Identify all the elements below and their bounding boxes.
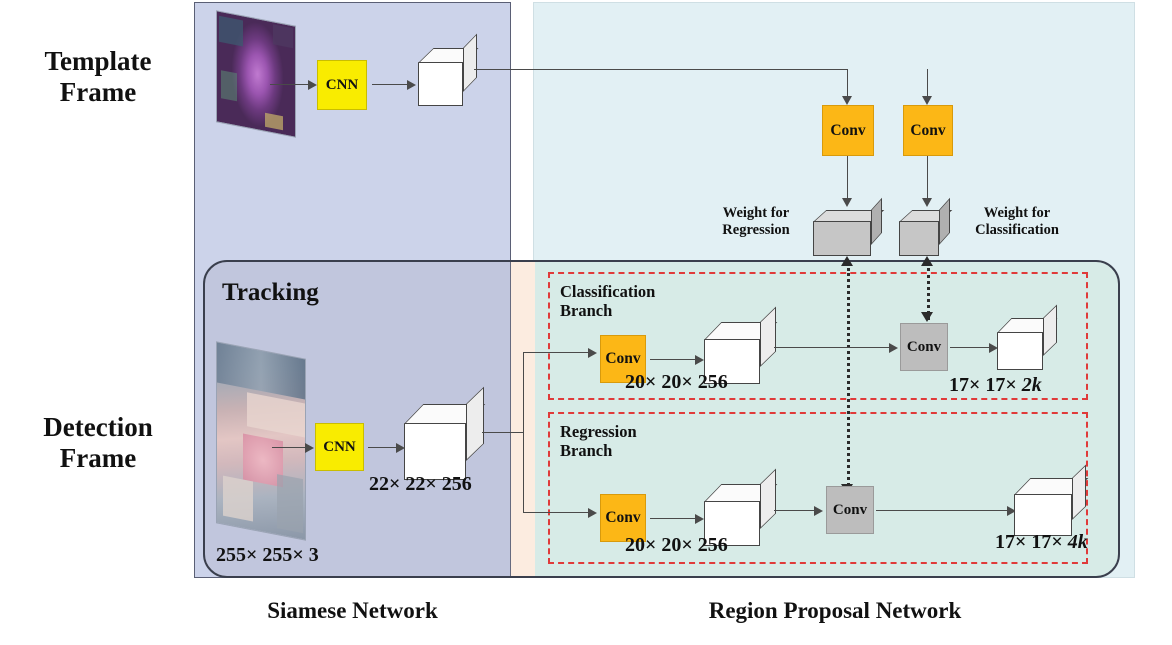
arrow-head-cls-feature: [695, 355, 704, 365]
regression-branch-dashed-box: [548, 412, 1088, 564]
weight-classification-line1: Weight for: [983, 205, 1051, 221]
dotted-line-classification-correlation: [927, 268, 930, 320]
line-reg-feature-to-gray-conv: [774, 510, 816, 511]
cnn-block-template[interactable]: CNN: [317, 60, 367, 110]
weight-classification-line2: Classification: [975, 221, 1059, 238]
branch-line-to-conv-right: [927, 69, 928, 101]
line-to-classification-conv: [523, 352, 589, 353]
arrow-head-up-classification-weight: [921, 256, 933, 266]
classification-branch-label: Classification Branch: [560, 282, 690, 321]
arrow-head-down-classification-conv: [921, 312, 933, 322]
siamese-network-caption: Siamese Network: [267, 598, 438, 623]
branch-line-to-conv-left: [847, 69, 848, 101]
tracking-label: Tracking: [222, 279, 319, 306]
weight-regression-line2: Regression: [722, 221, 790, 238]
regression-feature-dim-label: 20× 20× 256: [625, 534, 728, 556]
dotted-line-regression-correlation: [847, 268, 850, 498]
arrow-head-up-regression-weight: [841, 256, 853, 266]
line-conv-right-to-weight: [927, 156, 928, 201]
regression-output-dim-label: 17× 17× 4k: [995, 531, 1088, 554]
arrow-head-reg-output: [1007, 506, 1016, 516]
arrow-cnn-to-template-feature-head: [407, 80, 416, 90]
detection-frame-label: Detection Frame: [8, 412, 188, 474]
line-reg-gray-conv-to-output: [876, 510, 1010, 511]
regression-output-cube: [1014, 464, 1089, 536]
conv-block-classification-correlation[interactable]: Conv: [900, 323, 948, 371]
arrow-head-reg-gray-conv: [814, 506, 823, 516]
arrow-head-regression-conv: [588, 508, 597, 518]
weight-regression-cube: [813, 197, 885, 256]
detection-feature-split-vertical: [523, 352, 524, 513]
line-cls-conv-to-feature: [650, 359, 698, 360]
classification-output-dim-label: 17× 17× 2k: [949, 374, 1042, 397]
arrow-head-reg-feature: [695, 514, 704, 524]
conv-block-classification-weight[interactable]: Conv: [903, 105, 953, 156]
detection-frame-label-line1: Detection: [43, 412, 153, 442]
line-cls-feature-to-gray-conv: [774, 347, 892, 348]
classification-output-cube: [997, 304, 1058, 370]
arrow-cnn-to-detection-feature-line: [368, 447, 400, 448]
classification-feature-cube: [704, 306, 778, 384]
line-cls-gray-conv-to-output: [950, 347, 992, 348]
detection-feature-trunk-line: [482, 432, 524, 433]
arrow-head-weight-regression: [842, 198, 852, 207]
template-frame-label: Template Frame: [8, 46, 188, 108]
conv-block-regression-correlation[interactable]: Conv: [826, 486, 874, 534]
line-reg-conv-to-feature: [650, 518, 698, 519]
arrow-head-weight-classification: [922, 198, 932, 207]
line-conv-left-to-weight: [847, 156, 848, 201]
detection-feature-dim-label: 22× 22× 256: [369, 473, 472, 495]
arrow-head-cls-gray-conv: [889, 343, 898, 353]
arrow-detection-photo-to-cnn-line: [272, 447, 308, 448]
conv-block-classification-input[interactable]: Conv: [600, 335, 646, 383]
line-to-regression-conv: [523, 512, 589, 513]
reg-output-prefix: 17× 17×: [995, 531, 1068, 553]
arrow-head-conv-right: [922, 96, 932, 105]
template-frame-label-line1: Template: [44, 46, 152, 76]
arrow-head-cls-output: [989, 343, 998, 353]
conv-block-regression-input[interactable]: Conv: [600, 494, 646, 542]
cls-output-k: 2k: [1021, 374, 1042, 396]
arrow-template-photo-to-cnn-line: [270, 84, 310, 85]
regression-branch-label: Regression Branch: [560, 422, 690, 461]
weight-for-classification-label: Weight for Classification: [957, 205, 1077, 238]
regression-branch-line1: Regression: [560, 422, 637, 441]
detection-frame-image: [216, 341, 306, 541]
arrow-cnn-to-template-feature-line: [372, 84, 410, 85]
template-feature-trunk-line: [474, 69, 848, 70]
detection-input-dim-label: 255× 255× 3: [216, 544, 319, 566]
arrow-head-conv-left: [842, 96, 852, 105]
arrow-cnn-to-detection-feature-head: [396, 443, 405, 453]
classification-branch-line2: Branch: [560, 300, 613, 320]
template-frame-label-line2: Frame: [59, 77, 137, 108]
detection-frame-label-line2: Frame: [59, 443, 137, 474]
classification-feature-dim-label: 20× 20× 256: [625, 371, 728, 393]
arrow-template-photo-to-cnn-head: [308, 80, 317, 90]
regression-feature-cube: [704, 468, 778, 546]
reg-output-k: 4k: [1067, 531, 1088, 553]
classification-branch-dashed-box: [548, 272, 1088, 400]
cls-output-prefix: 17× 17×: [949, 374, 1022, 396]
detection-feature-cube: [404, 386, 486, 480]
arrow-head-classification-conv: [588, 348, 597, 358]
template-feature-cube: [418, 33, 479, 106]
conv-block-regression-weight[interactable]: Conv: [822, 105, 874, 156]
arrow-detection-photo-to-cnn-head: [305, 443, 314, 453]
weight-regression-line1: Weight for: [722, 205, 790, 221]
regression-branch-line2: Branch: [560, 440, 613, 460]
region-proposal-network-caption: Region Proposal Network: [708, 598, 962, 623]
classification-branch-line1: Classification: [560, 282, 656, 301]
template-frame-image: [216, 10, 296, 138]
cnn-block-detection[interactable]: CNN: [315, 423, 364, 471]
tracking-rounded-box: [203, 260, 1120, 578]
weight-for-regression-label: Weight for Regression: [702, 205, 810, 238]
weight-classification-cube: [899, 197, 953, 256]
